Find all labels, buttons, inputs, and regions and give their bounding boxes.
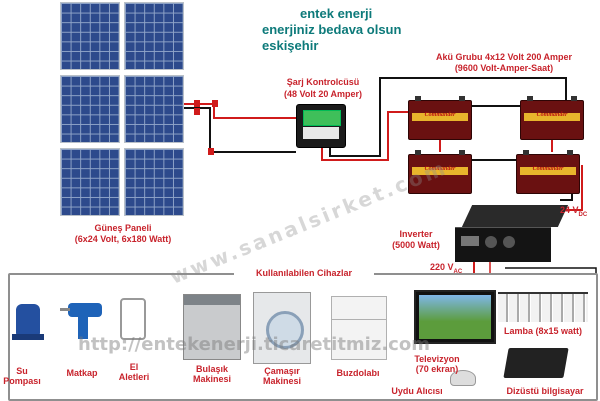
solar-panel-1 [60, 2, 120, 70]
ac-voltage-value: 220 V [430, 262, 454, 272]
dc-voltage-sub: DC [578, 211, 588, 218]
solar-panel-spec: (6x24 Volt, 6x180 Watt) [74, 234, 172, 244]
controller-panel [303, 127, 339, 139]
drill-icon [68, 303, 102, 317]
device-label-line: Çamaşır [264, 366, 300, 376]
drill-bit [60, 308, 70, 311]
solar-panel-title: Güneş Paneli [94, 223, 152, 233]
charge-controller-device [296, 104, 346, 148]
inverter-top [461, 205, 569, 227]
device-label-satellite-receiver: Uydu Alıcısı [384, 386, 450, 396]
solar-panel-5 [60, 148, 120, 216]
device-label-drill: Matkap [60, 368, 104, 378]
inverter-indicator [461, 236, 479, 246]
device-label-hand-tools: El Aletleri [114, 362, 154, 382]
plug-4 [194, 108, 200, 115]
drill-handle [78, 315, 88, 339]
laptop-icon [503, 348, 569, 378]
device-label-dishwasher: Bulaşık Makinesi [184, 364, 240, 384]
wire-controller-to-battery-black [329, 77, 567, 157]
inverter-socket [503, 236, 515, 248]
battery-2: Commander [520, 96, 584, 140]
device-label-refrigerator: Buzdolabı [330, 368, 386, 378]
solar-panel-6 [124, 148, 184, 216]
device-label-line: El [129, 362, 139, 372]
ac-voltage-sub: AC [453, 268, 463, 275]
battery-brand: Commander [424, 112, 456, 118]
ac-voltage-label: 220 VAC [430, 262, 476, 278]
solar-panel-2 [124, 2, 184, 70]
wire-panel-to-controller-black [184, 107, 296, 153]
device-label-line: Makinesi [262, 376, 302, 386]
device-label-water-pump: Su Pompası [2, 366, 42, 386]
battery-group-spec: (9600 Volt-Amper-Saat) [454, 63, 554, 73]
device-label-line: Dizüstü bilgisayar [506, 386, 584, 396]
device-label-line: Su [16, 366, 28, 376]
url-watermark: http://entekenerji.ticaretitmiz.com [78, 334, 430, 355]
charge-controller-spec: (48 Volt 20 Amper) [283, 89, 363, 99]
device-label-line: Aletleri [118, 372, 150, 382]
device-label-line: Bulaşık [195, 364, 228, 374]
solar-panel-4 [124, 75, 184, 143]
devices-section-title: Kullanılabilen Cihazlar [234, 268, 374, 279]
battery-brand: Commander [532, 166, 564, 172]
device-label-lamps: Lamba (8x15 watt) [498, 326, 588, 336]
plug-1 [212, 100, 218, 107]
device-label-line: Pompası [3, 376, 41, 386]
dishwasher-icon [183, 294, 241, 360]
washing-machine-icon [253, 292, 311, 364]
device-label-line: Uydu Alıcısı [391, 386, 443, 396]
solar-panel-3 [60, 75, 120, 143]
battery-group-title: Akü Grubu 4x12 Volt 200 Amper [435, 52, 573, 62]
plug-3 [194, 100, 200, 107]
device-label-line: (70 ekran) [415, 364, 459, 374]
inverter-spec: (5000 Watt) [392, 240, 440, 250]
device-label-television: Televizyon (70 ekran) [406, 354, 468, 374]
inverter-socket [485, 236, 497, 248]
controller-display [303, 110, 341, 126]
dc-voltage-label: 24 VDC [560, 205, 600, 221]
wire-panel-to-controller-red [184, 103, 296, 119]
inverter-front [455, 227, 551, 262]
water-pump-icon [16, 304, 40, 336]
water-pump-base [12, 334, 44, 340]
lamp-group [498, 292, 588, 322]
device-label-line: Matkap [66, 368, 98, 378]
battery-4: Commander [516, 150, 580, 194]
device-label-laptop: Dizüstü bilgisayar [500, 386, 590, 396]
device-label-line: Televizyon [414, 354, 460, 364]
slogan: enerjiniz bedava olsun [262, 22, 402, 37]
hand-tools-icon [120, 298, 146, 340]
refrigerator-icon [331, 296, 387, 360]
battery-3: Commander [408, 150, 472, 194]
inverter-title: Inverter [399, 229, 433, 239]
television-icon [414, 290, 496, 344]
device-label-line: Lamba (8x15 watt) [503, 326, 583, 336]
device-label-line: Makinesi [192, 374, 232, 384]
plug-2 [208, 148, 214, 155]
battery-brand: Commander [424, 166, 456, 172]
charge-controller-title: Şarj Kontrolcüsü [286, 77, 360, 87]
company-name: entek enerji [300, 6, 373, 21]
satellite-receiver-icon [450, 370, 476, 386]
wire-battery-to-inverter-red [560, 165, 583, 211]
device-label-line: Buzdolabı [336, 368, 380, 378]
wire-controller-to-battery-red [321, 111, 408, 161]
battery-1: Commander [408, 96, 472, 140]
dc-voltage-value: 24 V [560, 205, 579, 215]
inverter-device [455, 205, 569, 263]
device-label-washing-machine: Çamaşır Makinesi [254, 366, 310, 386]
battery-brand: Commander [536, 112, 568, 118]
city: eskişehir [262, 38, 319, 53]
